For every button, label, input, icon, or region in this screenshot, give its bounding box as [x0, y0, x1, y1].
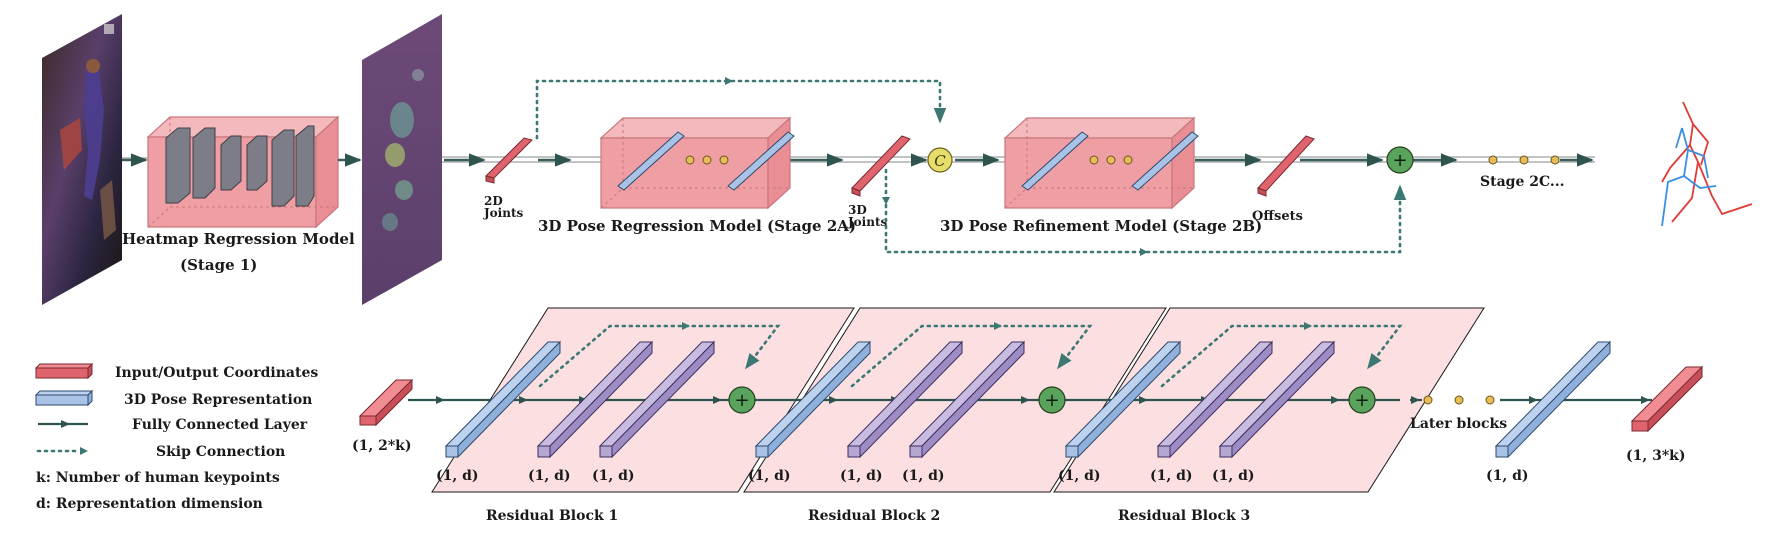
- joints-2d-label-line1: 2D: [484, 194, 503, 208]
- dot: [1488, 155, 1498, 165]
- res1-purple-bar-1: [536, 340, 654, 459]
- top-pipeline: 2D Joints 3D Pose Regression Model (Stag…: [42, 14, 1753, 305]
- joints-2d-bar: [485, 137, 533, 184]
- legend-note-k: k: Number of human keypoints: [36, 470, 280, 486]
- add-symbol: +: [1044, 390, 1059, 411]
- res1-d-label-1: (1, d): [436, 468, 479, 484]
- dotted-arrow-icon: [36, 447, 88, 455]
- blue-bar-icon: [34, 389, 94, 407]
- heatmap-regression-block: [146, 115, 340, 229]
- add-node-res2: +: [1038, 386, 1066, 414]
- concat-node: C: [927, 147, 953, 173]
- stage-1-label-line1: Heatmap Regression Model: [122, 230, 355, 248]
- refinement-model-block: [1003, 116, 1199, 210]
- later-blocks-label: Later blocks: [1410, 416, 1507, 432]
- dot: [702, 155, 712, 165]
- res2-d-label-3: (1, d): [902, 468, 945, 484]
- final-blue-bar: [1494, 340, 1612, 459]
- add-node-res3: +: [1348, 386, 1376, 414]
- res3-d-label-3: (1, d): [1212, 468, 1255, 484]
- output-coords-bar: [1630, 365, 1704, 433]
- joints-3d-label-line1: 3D: [848, 203, 867, 217]
- stage-1-label-line2: (Stage 1): [180, 256, 257, 274]
- add-node-top: +: [1386, 146, 1414, 174]
- input-dim-label: (1, 2*k): [352, 438, 412, 454]
- res3-purple-bar-1: [1156, 340, 1274, 459]
- res1-blue-bar: [444, 340, 562, 459]
- skeleton-output: [1661, 101, 1753, 227]
- conv-slabs: [165, 125, 315, 207]
- dot: [1423, 395, 1433, 405]
- dot: [1106, 155, 1116, 165]
- legend-note-d: d: Representation dimension: [36, 496, 263, 512]
- legend-label-fc-layer: Fully Connected Layer: [132, 417, 308, 433]
- concat-symbol: C: [934, 152, 946, 170]
- add-symbol: +: [1392, 150, 1407, 171]
- offsets-label: Offsets: [1252, 209, 1303, 224]
- solid-arrow-icon: [38, 420, 88, 428]
- add-symbol: +: [1354, 390, 1369, 411]
- res3-purple-bar-2: [1218, 340, 1336, 459]
- joints-2d-label-line2: Joints: [483, 206, 524, 220]
- dot: [1485, 395, 1495, 405]
- bottom-pipeline: (1, 2*k) + (1, d) (1, d) (1, d) Residual…: [352, 307, 1704, 524]
- dot: [1123, 155, 1133, 165]
- residual-block-3-label: Residual Block 3: [1118, 508, 1250, 524]
- res2-d-label-1: (1, d): [748, 468, 791, 484]
- res2-purple-bar-1: [846, 340, 964, 459]
- res3-blue-bar: [1064, 340, 1182, 459]
- res1-d-label-2: (1, d): [528, 468, 571, 484]
- legend-label-input-output: Input/Output Coordinates: [115, 365, 318, 381]
- res1-purple-bar-2: [598, 340, 716, 459]
- regression-model-block: [599, 116, 795, 210]
- output-dim-label: (1, 3*k): [1626, 448, 1686, 464]
- dot: [685, 155, 695, 165]
- stage-2c-label: Stage 2C...: [1480, 174, 1564, 190]
- res3-d-label-2: (1, d): [1150, 468, 1193, 484]
- res2-blue-bar: [754, 340, 872, 459]
- input-image: [42, 14, 122, 305]
- red-bar-icon: [34, 362, 94, 380]
- input-coords-bar: [358, 378, 414, 427]
- stage-2a-label: 3D Pose Regression Model (Stage 2A): [538, 217, 856, 235]
- legend: Input/Output Coordinates 3D Pose Represe…: [34, 362, 318, 512]
- dot: [1550, 155, 1560, 165]
- add-symbol: +: [734, 390, 749, 411]
- res3-d-label-1: (1, d): [1058, 468, 1101, 484]
- dot: [1454, 395, 1464, 405]
- residual-block-2-label: Residual Block 2: [808, 508, 940, 524]
- residual-block-1-label: Residual Block 1: [486, 508, 618, 524]
- dot: [1089, 155, 1099, 165]
- dot: [719, 155, 729, 165]
- res2-purple-bar-2: [908, 340, 1026, 459]
- joints-3d-label-line2: Joints: [847, 215, 888, 229]
- joints-3d-bar: [851, 135, 911, 197]
- legend-label-skip: Skip Connection: [156, 444, 285, 460]
- stage-2b-label: 3D Pose Refinement Model (Stage 2B): [940, 217, 1262, 235]
- offsets-bar: [1257, 135, 1315, 197]
- legend-label-pose-rep: 3D Pose Representation: [124, 392, 312, 408]
- add-node-res1: +: [728, 386, 756, 414]
- res2-d-label-2: (1, d): [840, 468, 883, 484]
- final-d-label: (1, d): [1486, 468, 1529, 484]
- heatmap-image: [362, 14, 442, 305]
- dot: [1519, 155, 1529, 165]
- res1-d-label-3: (1, d): [592, 468, 635, 484]
